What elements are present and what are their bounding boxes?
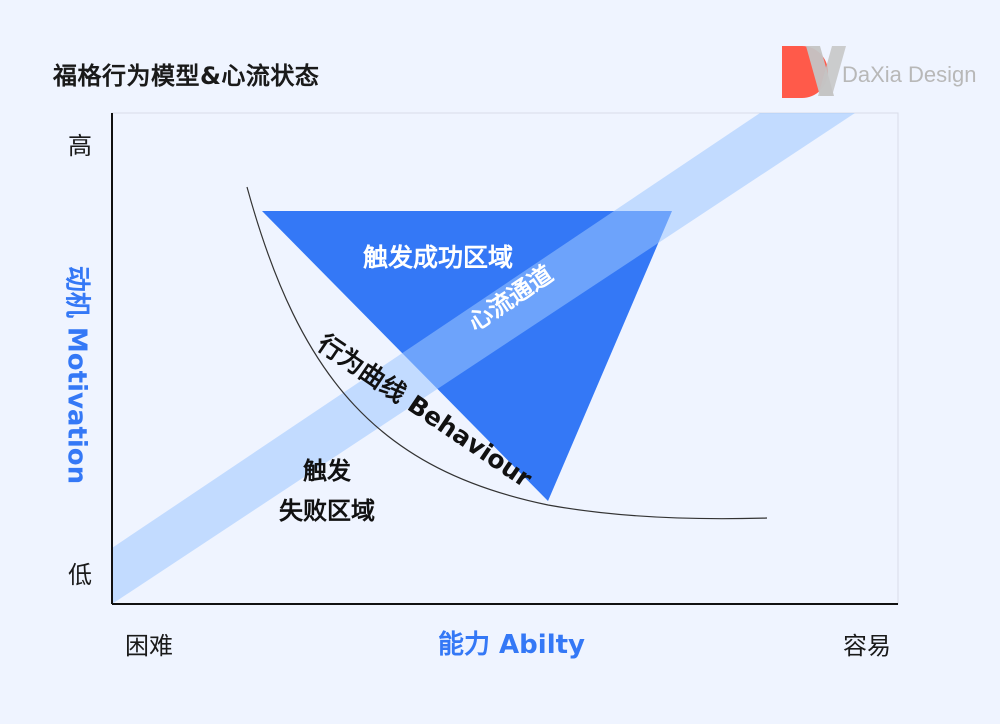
logo-text: DaXia Design xyxy=(842,62,977,87)
behaviour-curve xyxy=(246,186,768,520)
success-region-label: 触发成功区域 xyxy=(363,243,513,272)
x-axis-label: 能力 Abilty xyxy=(438,630,585,660)
page-title: 福格行为模型&心流状态 xyxy=(53,62,320,90)
y-axis-label: 动机 Motivation xyxy=(61,265,92,485)
fail-region-label-2: 失败区域 xyxy=(279,497,375,525)
x-axis-high-label: 容易 xyxy=(843,632,891,660)
y-axis-low-label: 低 xyxy=(68,561,92,589)
fail-region-label-1: 触发 xyxy=(303,457,351,485)
y-axis-high-label: 高 xyxy=(68,132,92,160)
x-axis-low-label: 困难 xyxy=(125,632,173,660)
daxia-logo-icon xyxy=(782,46,846,98)
flow-band xyxy=(112,113,855,604)
